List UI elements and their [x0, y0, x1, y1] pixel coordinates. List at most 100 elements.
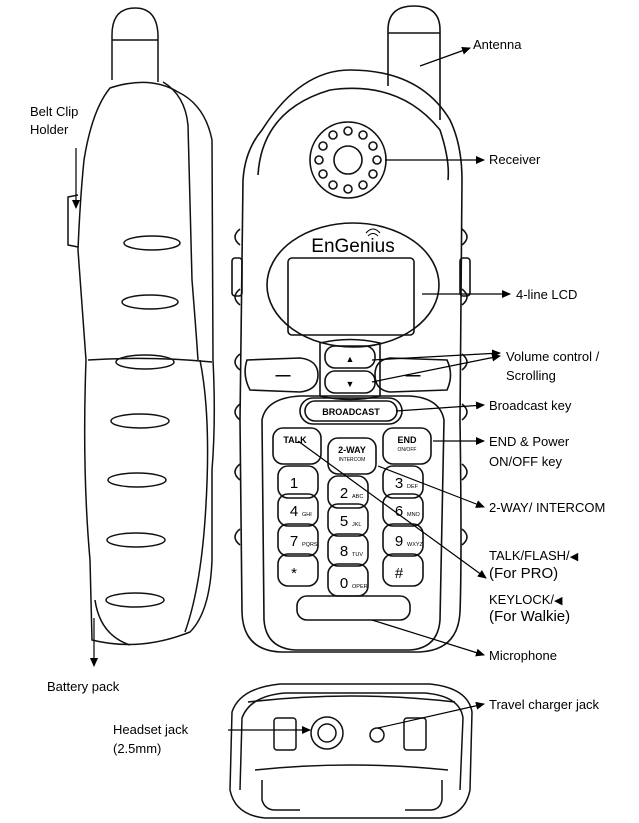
left-soft-key-label: —: [276, 367, 291, 384]
two-way-intercom-label: 2-WAY/ INTERCOM: [489, 500, 606, 515]
talk-leader: [297, 440, 487, 579]
belt-clip-holder: [67, 194, 79, 248]
antenna: [387, 5, 441, 120]
volume-label-line1: Volume control /: [506, 349, 600, 364]
bottom-view: [229, 683, 473, 819]
right-contact-slot: [403, 717, 427, 751]
left-soft-key[interactable]: [244, 357, 319, 393]
brand-logo: EnGenius: [311, 236, 394, 257]
talk-flash-text: TALK/FLASH/: [489, 548, 570, 563]
charger-leader: [377, 701, 485, 729]
charger-jack: [369, 727, 385, 743]
key-9-digit: 9: [395, 533, 403, 550]
key-9[interactable]: [382, 523, 424, 557]
volume-down-arrow: ▼: [346, 379, 355, 389]
right-soft-key-label: —: [406, 367, 421, 384]
volume-leader-up: [371, 349, 501, 361]
grip-oval: [110, 413, 170, 429]
grip-oval: [123, 235, 181, 251]
volume-up-button[interactable]: [324, 345, 376, 369]
receiver-label: Receiver: [489, 152, 541, 167]
talk-key-label: TALK: [283, 435, 307, 445]
side-body: [77, 81, 216, 646]
key-6[interactable]: [382, 493, 424, 527]
headset-jack-label-line2: (2.5mm): [113, 741, 162, 756]
belt-clip-label-line1: Belt Clip: [30, 104, 79, 119]
grip-oval: [105, 592, 165, 608]
key-7[interactable]: [277, 523, 319, 557]
microphone-slot: [296, 595, 411, 621]
talk-key[interactable]: [272, 427, 322, 465]
key-hash-digit: #: [395, 565, 404, 582]
two-way-leader: [377, 465, 485, 508]
keylock-text: KEYLOCK/: [489, 592, 555, 607]
lcd-label: 4-line LCD: [516, 287, 578, 302]
keypad-surround: [261, 395, 445, 651]
key-star[interactable]: [277, 553, 319, 587]
receiver-grille: [309, 121, 387, 199]
key-2-digit: 2: [340, 485, 348, 502]
right-soft-key[interactable]: [374, 357, 452, 393]
wireless-icon: [365, 228, 381, 237]
grip-oval: [115, 354, 175, 370]
key-3[interactable]: [382, 465, 424, 499]
key-0-digit: 0: [340, 575, 348, 592]
key-4[interactable]: [277, 493, 319, 527]
key-6-letters: MNO: [407, 512, 421, 518]
broadcast-key-label: BROADCAST: [322, 407, 380, 417]
headset-jack-label-line1: Headset jack: [113, 722, 189, 737]
key-8-letters: TUV: [352, 552, 363, 558]
key-8-digit: 8: [340, 543, 348, 560]
battery-pack-label: Battery pack: [47, 679, 120, 694]
key-star-digit: *: [291, 565, 297, 582]
lcd-bezel: [266, 222, 440, 348]
side-antenna: [111, 7, 159, 82]
keylock-label: KEYLOCK/◀: [489, 592, 563, 609]
microphone-leader: [371, 619, 485, 657]
antenna-leader: [419, 46, 471, 67]
key-hash[interactable]: [382, 553, 424, 587]
key-5-letters: JKL: [352, 522, 361, 528]
two-way-key-label: 2-WAY: [338, 445, 366, 455]
left-contact-slot: [273, 717, 297, 751]
two-way-key-sublabel: INTERCOM: [339, 457, 366, 463]
front-view: [231, 5, 471, 653]
two-way-key[interactable]: [327, 437, 377, 475]
antenna-label: Antenna: [473, 37, 522, 52]
end-key-sublabel: ON/OFF: [398, 447, 417, 453]
broadcast-leader: [395, 401, 485, 412]
key-6-digit: 6: [395, 503, 403, 520]
key-3-digit: 3: [395, 475, 403, 492]
microphone-label: Microphone: [489, 648, 557, 663]
key-5[interactable]: [327, 503, 369, 537]
key-8[interactable]: [327, 533, 369, 567]
speaker-icon: ◀: [569, 550, 579, 563]
key-3-letters: DEF: [407, 484, 419, 490]
key-5-digit: 5: [340, 513, 348, 530]
key-1[interactable]: [277, 465, 319, 499]
callout-lines: [72, 46, 511, 734]
headset-jack: [310, 716, 344, 750]
key-4-digit: 4: [290, 503, 298, 520]
key-4-letters: GHI: [302, 512, 312, 518]
end-key[interactable]: [382, 427, 432, 465]
grip-oval: [106, 532, 166, 548]
end-key-label: END: [397, 435, 417, 445]
travel-charger-label: Travel charger jack: [489, 697, 600, 712]
volume-leader-down: [371, 353, 501, 383]
grip-oval: [107, 472, 167, 488]
talk-flash-label: TALK/FLASH/◀: [489, 548, 578, 565]
belt-clip-label-line2: Holder: [30, 122, 69, 137]
side-view: [67, 7, 216, 646]
key-7-letters: PQRS: [302, 542, 318, 548]
key-7-digit: 7: [290, 533, 298, 550]
speaker-icon: ◀: [554, 594, 563, 607]
key-1-digit: 1: [290, 475, 298, 492]
end-power-label-line2: ON/OFF key: [489, 454, 562, 469]
grip-oval: [121, 294, 179, 310]
key-2-letters: ABC: [352, 494, 363, 500]
key-0-letters: OPER: [352, 584, 368, 590]
key-9-letters: WXYZ: [407, 542, 424, 548]
